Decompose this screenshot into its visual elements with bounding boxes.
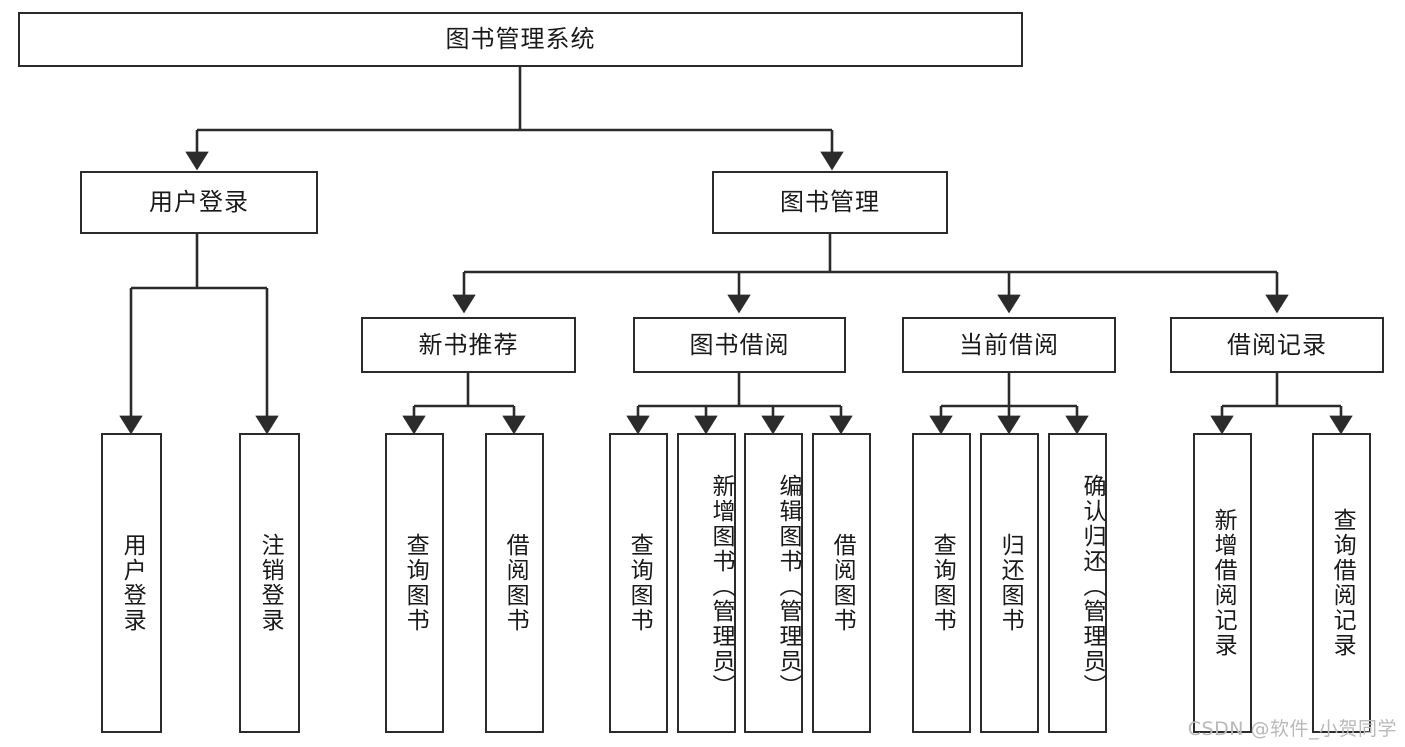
node-label: 查询图书 bbox=[626, 533, 653, 633]
node-label: 查询图书 bbox=[402, 533, 429, 633]
node-label: 用户登录 bbox=[119, 533, 146, 633]
node-leaf-query-book-1[interactable]: 查询图书 bbox=[385, 433, 444, 733]
node-label: 新增借阅记录 bbox=[1210, 508, 1237, 658]
node-label: 图书管理 bbox=[780, 188, 880, 217]
node-label: 图书借阅 bbox=[689, 330, 790, 359]
node-label: 编辑图书（管理员） bbox=[775, 473, 801, 699]
node-label: 图书管理系统 bbox=[445, 25, 596, 54]
node-leaf-query-book-2[interactable]: 查询图书 bbox=[609, 433, 668, 733]
node-label: 借阅图书 bbox=[502, 533, 529, 633]
node-label: 归还图书 bbox=[997, 533, 1024, 633]
node-leaf-edit-book[interactable]: 编辑图书（管理员） bbox=[744, 433, 803, 733]
node-leaf-query-record[interactable]: 查询借阅记录 bbox=[1312, 433, 1371, 733]
node-current-borrow[interactable]: 当前借阅 bbox=[902, 317, 1116, 373]
node-new-book-recommend[interactable]: 新书推荐 bbox=[361, 317, 576, 373]
node-label: 查询借阅记录 bbox=[1329, 508, 1356, 658]
node-leaf-user-login[interactable]: 用户登录 bbox=[101, 433, 162, 733]
node-label: 用户登录 bbox=[149, 188, 249, 217]
node-leaf-borrow-book-1[interactable]: 借阅图书 bbox=[485, 433, 544, 733]
node-leaf-add-book[interactable]: 新增图书（管理员） bbox=[677, 433, 736, 733]
node-leaf-logout-login[interactable]: 注销登录 bbox=[239, 433, 300, 733]
node-leaf-return-book[interactable]: 归还图书 bbox=[980, 433, 1039, 733]
node-label: 当前借阅 bbox=[959, 330, 1059, 359]
node-user-login[interactable]: 用户登录 bbox=[80, 171, 318, 234]
node-label: 新书推荐 bbox=[418, 330, 519, 359]
node-label: 借阅记录 bbox=[1227, 330, 1327, 359]
node-leaf-borrow-book-2[interactable]: 借阅图书 bbox=[812, 433, 871, 733]
node-book-management[interactable]: 图书管理 bbox=[712, 171, 948, 234]
node-leaf-query-book-3[interactable]: 查询图书 bbox=[912, 433, 971, 733]
node-label: 查询图书 bbox=[929, 533, 956, 633]
node-leaf-add-record[interactable]: 新增借阅记录 bbox=[1193, 433, 1252, 733]
watermark: CSDN @软件_小贺同学 bbox=[1187, 718, 1397, 740]
node-borrow-record[interactable]: 借阅记录 bbox=[1170, 317, 1384, 373]
node-book-management-system[interactable]: 图书管理系统 bbox=[18, 12, 1023, 67]
node-label: 新增图书（管理员） bbox=[708, 473, 734, 699]
node-label: 确认归还（管理员） bbox=[1079, 473, 1105, 699]
node-label: 借阅图书 bbox=[829, 533, 856, 633]
node-label: 注销登录 bbox=[257, 533, 284, 633]
node-book-borrow[interactable]: 图书借阅 bbox=[633, 317, 846, 373]
node-leaf-confirm-return[interactable]: 确认归还（管理员） bbox=[1048, 433, 1107, 733]
